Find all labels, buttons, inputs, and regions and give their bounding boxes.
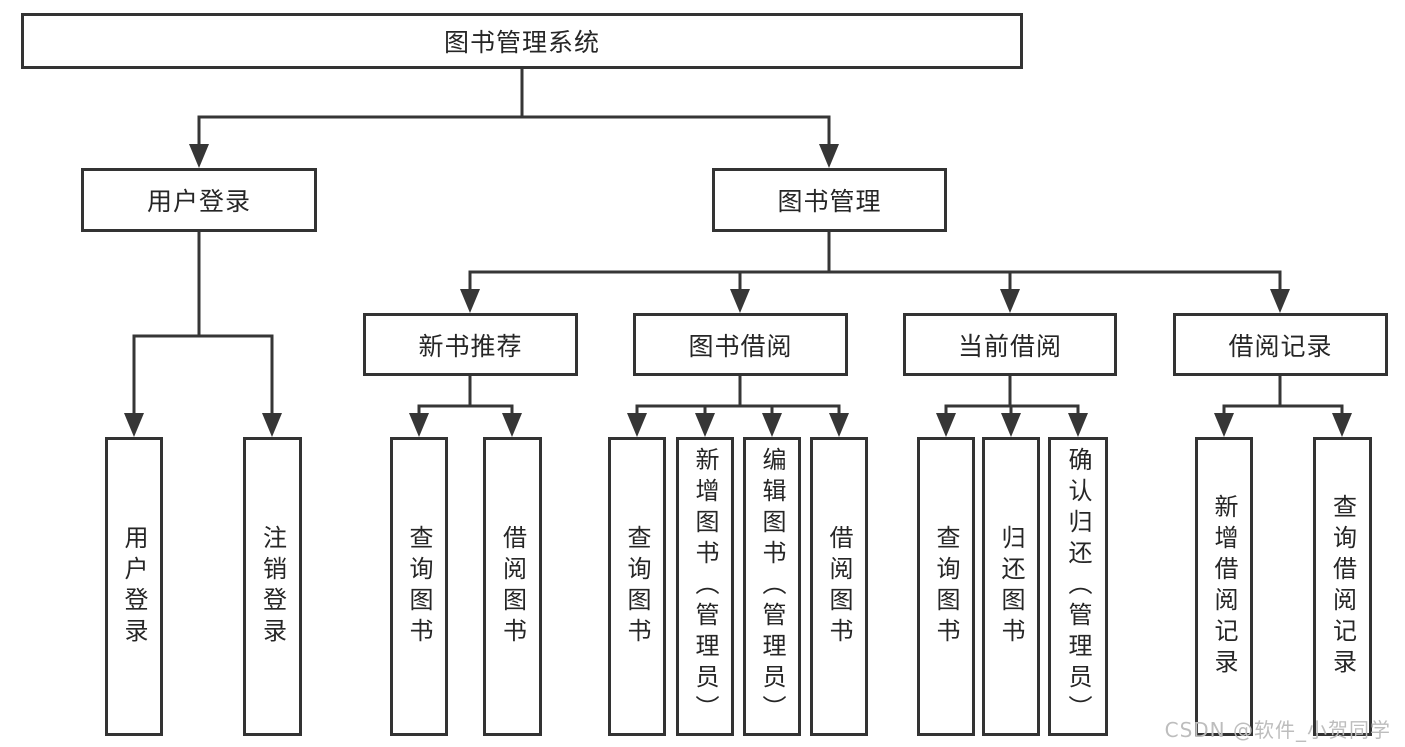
node-label: 归还图书	[997, 524, 1025, 649]
node-new-book-recommendation: 新书推荐	[363, 313, 578, 376]
node-label: 查询图书	[405, 524, 433, 649]
node-book-borrowing: 图书借阅	[633, 313, 848, 376]
csdn-watermark: CSDN @软件_小贺同学	[1164, 718, 1391, 742]
leaf-add-books-admin: 新增图书（管理员）	[676, 437, 734, 736]
node-label: 新增借阅记录	[1210, 493, 1238, 680]
node-label: 确认归还（管理员）	[1064, 447, 1092, 726]
node-label: 图书管理系统	[443, 28, 600, 57]
node-label: 注销登录	[258, 524, 287, 649]
node-label: 新增图书（管理员）	[691, 447, 719, 726]
leaf-query-books-borrowing: 查询图书	[608, 437, 666, 736]
leaf-query-books-current: 查询图书	[917, 437, 975, 736]
node-label: 当前借阅	[957, 331, 1062, 361]
leaf-logout: 注销登录	[243, 437, 302, 736]
leaf-add-borrow-record: 新增借阅记录	[1195, 437, 1253, 736]
node-label: 借阅图书	[825, 524, 853, 649]
leaf-confirm-return-admin: 确认归还（管理员）	[1048, 437, 1108, 736]
node-label: 借阅记录	[1228, 331, 1333, 361]
node-user-login: 用户登录	[81, 168, 317, 232]
node-current-borrowing: 当前借阅	[903, 313, 1117, 376]
node-label: 用户登录	[120, 524, 148, 649]
node-label: 图书管理	[777, 187, 882, 216]
leaf-user-login: 用户登录	[105, 437, 163, 736]
node-label: 查询借阅记录	[1328, 493, 1357, 680]
node-label: 新书推荐	[418, 331, 523, 361]
leaf-return-books: 归还图书	[982, 437, 1040, 736]
leaf-query-borrow-record: 查询借阅记录	[1313, 437, 1372, 736]
node-label: 用户登录	[146, 187, 251, 216]
leaf-borrow-books-borrowing: 借阅图书	[810, 437, 868, 736]
connector-group	[124, 69, 1352, 437]
node-label: 查询图书	[623, 524, 651, 649]
node-label: 编辑图书（管理员）	[758, 447, 786, 726]
node-label: 借阅图书	[498, 524, 527, 649]
leaf-borrow-books-recommend: 借阅图书	[483, 437, 542, 736]
leaf-edit-books-admin: 编辑图书（管理员）	[743, 437, 801, 736]
node-library-management-system: 图书管理系统	[21, 13, 1023, 69]
node-label: 查询图书	[932, 524, 960, 649]
leaf-query-books-recommend: 查询图书	[390, 437, 448, 736]
node-label: 图书借阅	[688, 331, 793, 361]
node-book-management: 图书管理	[712, 168, 947, 232]
node-borrowing-records: 借阅记录	[1173, 313, 1388, 376]
